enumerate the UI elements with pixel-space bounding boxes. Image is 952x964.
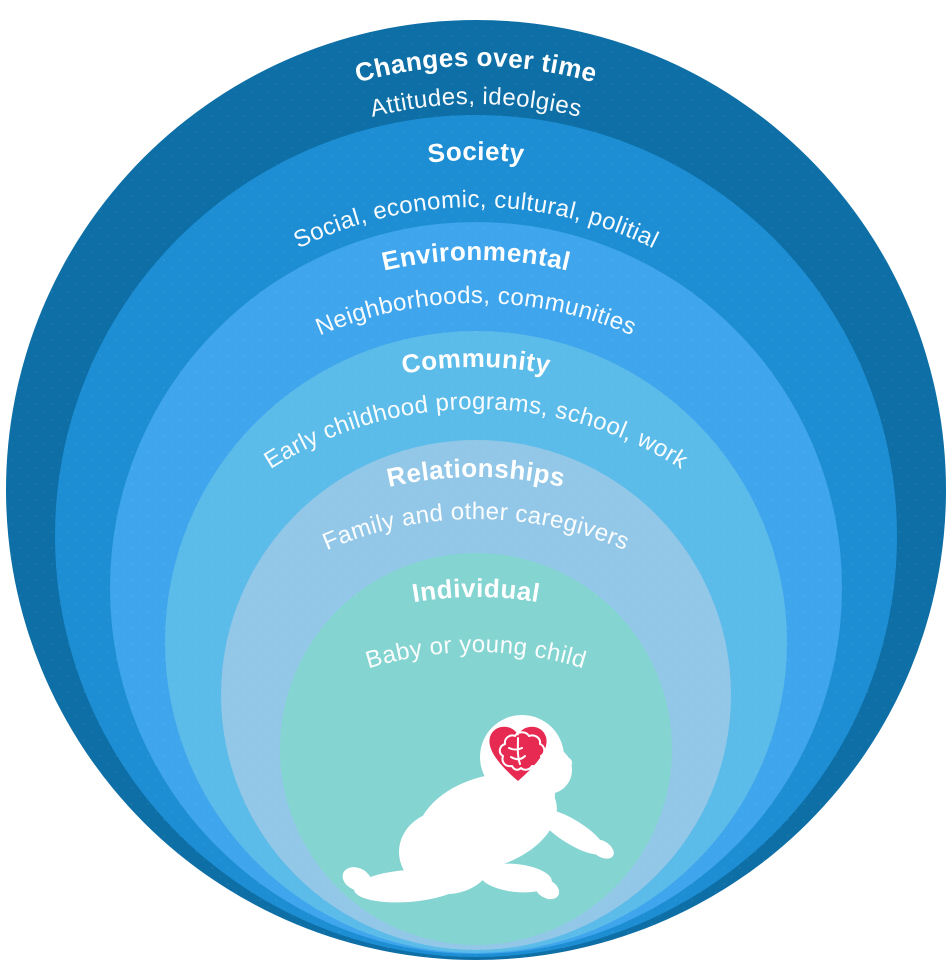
ring-label-society: Society xyxy=(426,136,526,169)
brain-icon xyxy=(498,731,546,771)
crawling-baby-icon xyxy=(342,715,614,903)
dot-texture-overlay xyxy=(6,20,946,960)
